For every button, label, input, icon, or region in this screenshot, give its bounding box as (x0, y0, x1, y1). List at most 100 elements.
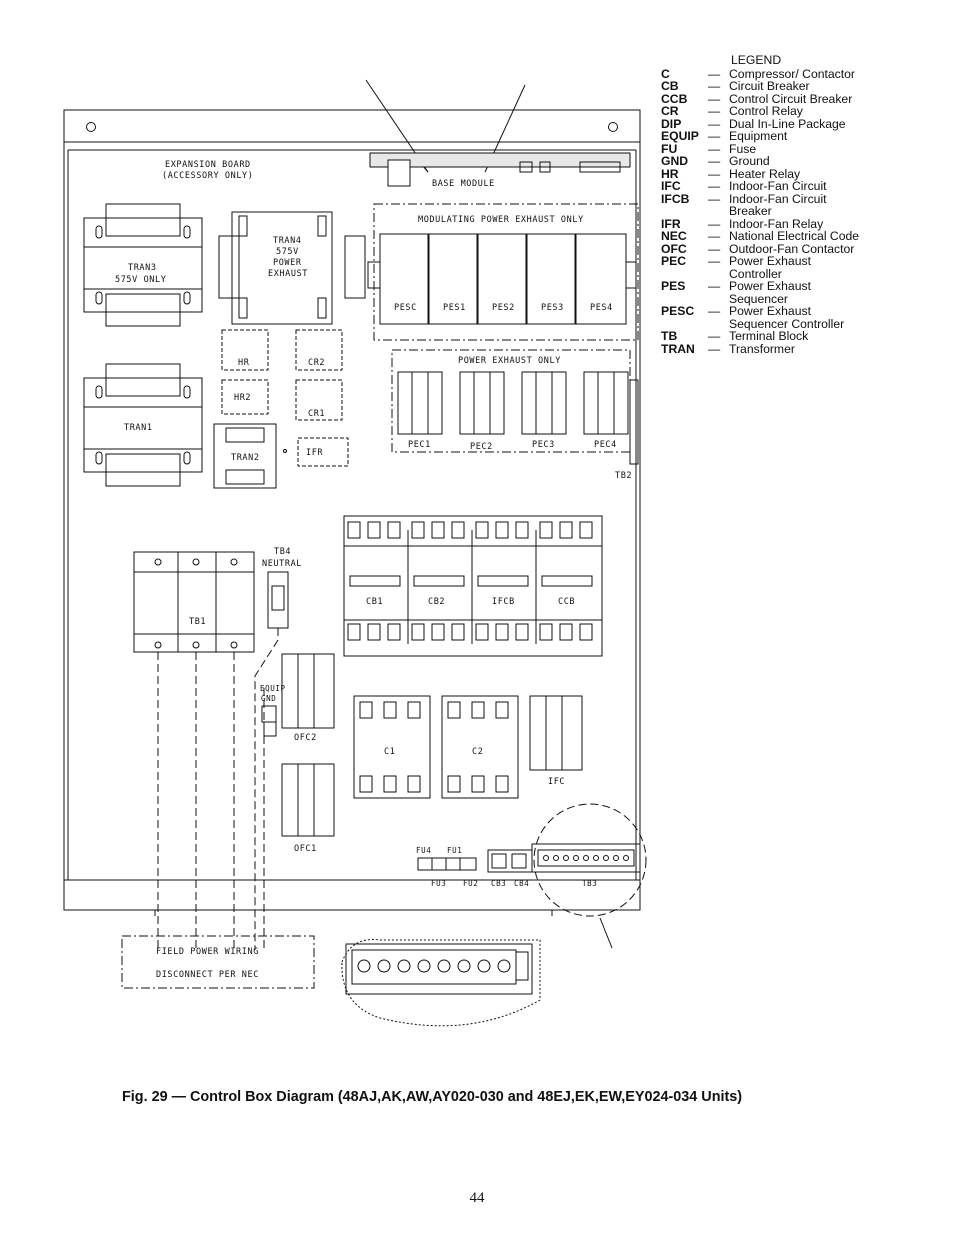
legend-dash: — (708, 179, 721, 193)
tb3-terminal-block: TB3 (531, 803, 647, 949)
power-exhaust-label: POWER EXHAUST ONLY (458, 356, 561, 366)
power-exhaust-group: POWER EXHAUST ONLY PEC1 PEC2 PEC3 PEC4 (391, 349, 631, 453)
legend-abbr: PESC (661, 304, 695, 318)
legend-abbr: CR (661, 104, 679, 118)
legend-dash: — (708, 79, 721, 93)
tb3-enlarged-detail (341, 938, 541, 1027)
tb2-label: TB2 (615, 471, 632, 481)
c2-contactor: C2 (441, 695, 519, 799)
legend-dash: — (708, 241, 721, 256)
hr-relay: HR (221, 329, 269, 371)
legend-dash: — (708, 341, 721, 356)
tran4-label: TRAN4 (273, 236, 302, 246)
legend-dash: — (708, 304, 721, 318)
tran4-exhaust: EXHAUST (268, 269, 308, 279)
legend-item: PESC — Power Exhaust Sequencer Controller (661, 305, 861, 330)
ofc2-contactor: OFC2 (281, 653, 335, 743)
equip-label: EQUIP (260, 684, 286, 693)
legend-dash: — (708, 141, 721, 156)
legend-definition: Control Relay (729, 104, 803, 118)
legend-dash: — (708, 66, 721, 81)
fu2-label: FU2 (463, 879, 478, 888)
legend-dash: — (708, 104, 721, 118)
legend-abbr: CCB (661, 91, 688, 106)
legend-abbr: C (661, 66, 670, 81)
cr2-relay: CR2 (295, 329, 343, 371)
svg-text:HR2: HR2 (234, 393, 251, 403)
legend-abbr: CB (661, 79, 679, 93)
pes1-label: PES1 (443, 303, 466, 313)
control-box-diagram: BASE MODULE EXPANSION BOARD (ACCESSORY O… (63, 79, 647, 1027)
cb4-label: CB4 (514, 879, 529, 888)
modulating-power-exhaust-label: MODULATING POWER EXHAUST ONLY (418, 215, 584, 225)
pec2-label: PEC2 (470, 442, 493, 452)
legend-dash: — (708, 116, 721, 131)
fu3-label: FU3 (431, 879, 446, 888)
legend-dash: — (708, 254, 721, 268)
tran4-transformer: TRAN4 575V POWER EXHAUST (218, 211, 366, 325)
ofc1-contactor: OFC1 (281, 763, 335, 854)
legend-dash: — (708, 229, 721, 243)
ifc-contactor: IFC (529, 695, 583, 787)
pes2-label: PES2 (492, 303, 515, 313)
pec4-label: PEC4 (594, 440, 617, 450)
legend-definition: Terminal Block (729, 329, 809, 343)
tb4-neutral: TB4 NEUTRAL (262, 547, 302, 629)
legend-abbr: EQUIP (661, 129, 699, 143)
svg-text:CR2: CR2 (308, 358, 325, 368)
legend-definition: Fuse (729, 141, 757, 156)
disconnect-per-nec-label: DISCONNECT PER NEC (156, 970, 259, 980)
legend-item: PES—Power Exhaust Sequencer (661, 280, 861, 305)
legend-item: IFC—Indoor-Fan Circuit (661, 180, 861, 193)
svg-text:IFR: IFR (306, 448, 323, 458)
legend-definition: Indoor-Fan Circuit (729, 179, 827, 193)
legend-definition: Compressor/ Contactor (729, 66, 855, 81)
legend-abbr: IFCB (661, 191, 690, 206)
legend-abbr: TB (661, 329, 678, 343)
legend-dash: — (708, 216, 721, 231)
tb4-neutral-label: NEUTRAL (262, 559, 302, 569)
gnd-label: GND (261, 694, 276, 703)
expansion-board-note: (ACCESSORY ONLY) (162, 171, 253, 181)
pes3-label: PES3 (541, 303, 564, 313)
cr1-relay: CR1 (295, 379, 343, 421)
tran1-label: TRAN1 (124, 423, 153, 433)
page-number: 44 (469, 1190, 485, 1206)
ofc1-label: OFC1 (294, 844, 317, 854)
legend-abbr: FU (661, 141, 678, 156)
legend-item: CB—Circuit Breaker (661, 80, 861, 93)
legend-definition: Power Exhaust Sequencer Controller (729, 304, 845, 331)
tb3-label: TB3 (582, 879, 597, 888)
legend-abbr: TRAN (661, 341, 695, 356)
cb2-label: CB2 (428, 597, 445, 607)
legend-item: FU — Fuse (661, 141, 861, 156)
figure-caption: Fig. 29 — Control Box Diagram (48AJ,AK,A… (122, 1089, 743, 1105)
legend-item: TRAN—Transformer (661, 341, 861, 356)
modulating-power-exhaust-group: MODULATING POWER EXHAUST ONLY PESC PES1 … (367, 203, 639, 341)
legend-dash: — (708, 154, 721, 168)
cb1-label: CB1 (366, 597, 383, 607)
legend-dash: — (708, 191, 721, 206)
ofc2-label: OFC2 (294, 733, 317, 743)
legend-dash: — (708, 129, 721, 143)
legend-abbr: HR (661, 166, 679, 181)
legend-dash: — (708, 329, 721, 343)
legend-abbr: DIP (661, 116, 682, 131)
ifc-label: IFC (548, 777, 565, 787)
field-power-wiring-lines (157, 628, 279, 950)
tb1-label: TB1 (189, 617, 206, 627)
ifr-relay: IFR (297, 437, 349, 467)
ccb-label: CCB (558, 597, 575, 607)
legend-title: LEGEND (731, 53, 782, 67)
legend-definition: Heater Relay (729, 166, 801, 181)
tran4-power: POWER (273, 258, 302, 268)
pec3-label: PEC3 (532, 440, 555, 450)
tran2-label: TRAN2 (231, 453, 260, 463)
legend-dash: — (708, 279, 721, 293)
legend-abbr: PEC (661, 254, 687, 268)
tran3-label: TRAN3 (128, 263, 157, 273)
legend-definition: Outdoor-Fan Contactor (729, 241, 855, 256)
svg-text:CR1: CR1 (308, 409, 325, 419)
